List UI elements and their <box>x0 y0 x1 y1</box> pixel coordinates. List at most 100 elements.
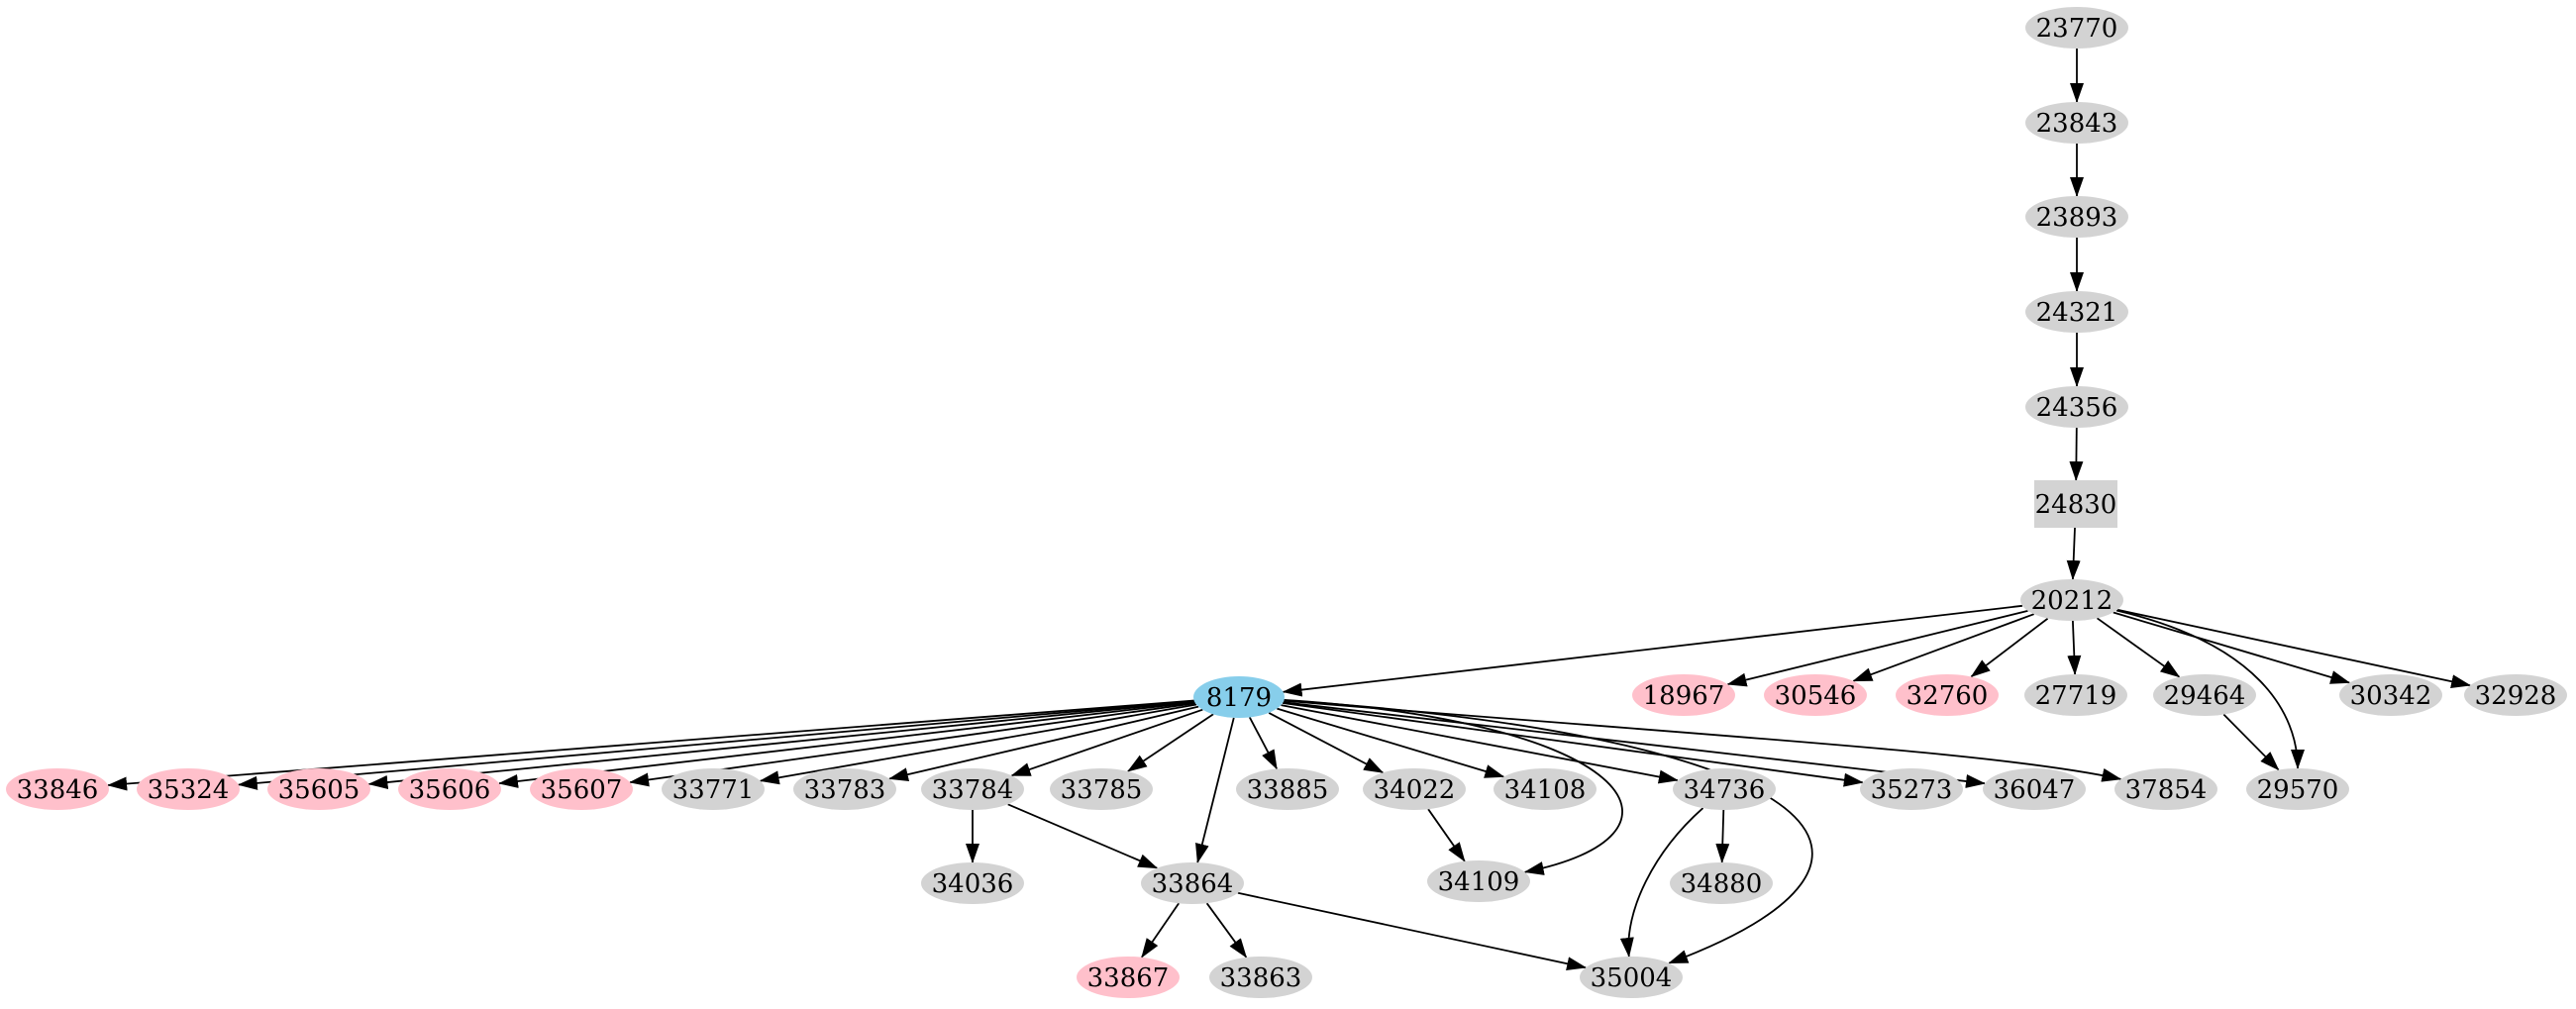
graph-node-33864: 33864 <box>1141 862 1244 904</box>
node-ellipse-37854 <box>2114 768 2217 810</box>
graph-node-24356: 24356 <box>2025 386 2128 428</box>
graph-edge-20212-29464 <box>2096 617 2181 678</box>
graph-node-34022: 34022 <box>1363 768 1466 810</box>
graph-edge-8179-33785 <box>1127 713 1214 772</box>
node-ellipse-33846 <box>6 768 109 810</box>
graph-node-32760: 32760 <box>1896 674 1999 716</box>
node-label-23770: 23770 <box>2036 14 2118 44</box>
graph-edge-29464-29570 <box>2222 713 2280 771</box>
node-label-33863: 33863 <box>1220 963 1302 993</box>
node-label-33784: 33784 <box>932 775 1014 805</box>
node-ellipse-35607 <box>530 768 633 810</box>
graph-node-35606: 35606 <box>398 768 501 810</box>
graph-edge-8179-37854 <box>1284 699 2122 782</box>
graph-node-30546: 30546 <box>1764 674 1867 716</box>
node-label-23893: 23893 <box>2036 203 2118 233</box>
node-ellipse-35324 <box>137 768 240 810</box>
node-ellipse-33864 <box>1141 862 1244 904</box>
graph-edge-33864-35004 <box>1237 891 1588 971</box>
graph-node-35273: 35273 <box>1860 768 1963 810</box>
graph-node-33867: 33867 <box>1077 957 1180 998</box>
node-label-24321: 24321 <box>2036 298 2118 328</box>
graph-edge-34736-35004 <box>1619 807 1704 958</box>
node-label-34022: 34022 <box>1374 775 1456 805</box>
node-ellipse-34736 <box>1673 768 1776 810</box>
node-ellipse-34022 <box>1363 768 1466 810</box>
graph-node-35004: 35004 <box>1580 957 1683 998</box>
node-label-24830: 24830 <box>2035 490 2117 520</box>
node-label-35324: 35324 <box>148 775 230 805</box>
node-ellipse-36047 <box>1983 768 2086 810</box>
node-label-29464: 29464 <box>2164 681 2246 711</box>
graph-node-23843: 23843 <box>2025 102 2128 144</box>
graph-edge-8179-35273 <box>1282 702 1864 787</box>
graph-edge-8179-34108 <box>1277 707 1505 778</box>
node-label-34880: 34880 <box>1681 869 1763 899</box>
node-ellipse-32928 <box>2464 674 2567 716</box>
graph-edge-8179-35605 <box>367 700 1195 789</box>
node-ellipse-33771 <box>662 768 765 810</box>
graph-edge-8179-35606 <box>498 701 1195 788</box>
graph-node-29570: 29570 <box>2246 768 2349 810</box>
graph-edge-8179-35324 <box>237 700 1194 790</box>
node-ellipse-35273 <box>1860 768 1963 810</box>
graph-edge-34022-34109 <box>1427 808 1466 862</box>
graph-node-23770: 23770 <box>2025 7 2128 49</box>
graph-node-35605: 35605 <box>267 768 370 810</box>
node-box-24830 <box>2034 480 2117 528</box>
node-label-33864: 33864 <box>1152 869 1234 899</box>
node-label-35606: 35606 <box>409 775 491 805</box>
node-label-33771: 33771 <box>672 775 755 805</box>
graph-edge-20212-29570 <box>2115 609 2305 769</box>
graph-node-29464: 29464 <box>2153 674 2256 716</box>
graph-edge-20212-30342 <box>2112 611 2351 684</box>
graph-edge-24830-20212 <box>2066 527 2081 580</box>
node-label-32760: 32760 <box>1906 681 1989 711</box>
node-label-30342: 30342 <box>2350 681 2432 711</box>
graph-edge-8179-34736 <box>1281 704 1679 784</box>
node-label-33783: 33783 <box>804 775 886 805</box>
graph-node-34736: 34736 <box>1673 768 1776 810</box>
node-label-29570: 29570 <box>2257 775 2339 805</box>
graph-node-33784: 33784 <box>921 768 1024 810</box>
node-label-18967: 18967 <box>1643 681 1725 711</box>
node-ellipse-20212 <box>2020 579 2123 621</box>
node-ellipse-33863 <box>1209 957 1312 998</box>
node-ellipse-8179 <box>1193 676 1285 718</box>
graph-edge-8179-33771 <box>759 703 1197 785</box>
node-ellipse-30342 <box>2339 674 2442 716</box>
node-ellipse-35004 <box>1580 957 1683 998</box>
graph-node-23893: 23893 <box>2025 196 2128 238</box>
graph-node-33771: 33771 <box>662 768 765 810</box>
graph-edge-33864-33867 <box>1141 902 1180 959</box>
graph-edge-8179-36047 <box>1283 701 1986 788</box>
node-ellipse-35606 <box>398 768 501 810</box>
node-ellipse-23770 <box>2025 7 2128 49</box>
graph-node-34109: 34109 <box>1427 860 1530 902</box>
graph-edge-20212-30546 <box>1852 613 2035 682</box>
node-ellipse-27719 <box>2024 674 2127 716</box>
node-label-36047: 36047 <box>1994 775 2076 805</box>
node-label-33867: 33867 <box>1087 963 1170 993</box>
node-ellipse-32760 <box>1896 674 1999 716</box>
node-ellipse-34108 <box>1494 768 1597 810</box>
node-label-24356: 24356 <box>2036 393 2118 423</box>
node-ellipse-18967 <box>1632 674 1735 716</box>
node-ellipse-30546 <box>1764 674 1867 716</box>
graph-edge-33784-33864 <box>1007 803 1159 869</box>
graph-edge-34736-34880 <box>1715 809 1730 863</box>
graph-node-18967: 18967 <box>1632 674 1735 716</box>
graph-edge-20212-32928 <box>2116 608 2472 689</box>
node-label-37854: 37854 <box>2125 775 2208 805</box>
node-ellipse-24356 <box>2025 386 2128 428</box>
node-ellipse-34036 <box>921 862 1024 904</box>
graph-edge-20212-18967 <box>1726 610 2028 687</box>
node-label-33846: 33846 <box>17 775 99 805</box>
graph-edge-8179-34109 <box>1284 699 1623 875</box>
graph-edge-33864-33863 <box>1205 902 1248 959</box>
graph-edge-8179-33846 <box>107 699 1194 791</box>
graph-node-34880: 34880 <box>1670 862 1773 904</box>
graph-node-24830: 24830 <box>2034 480 2117 528</box>
